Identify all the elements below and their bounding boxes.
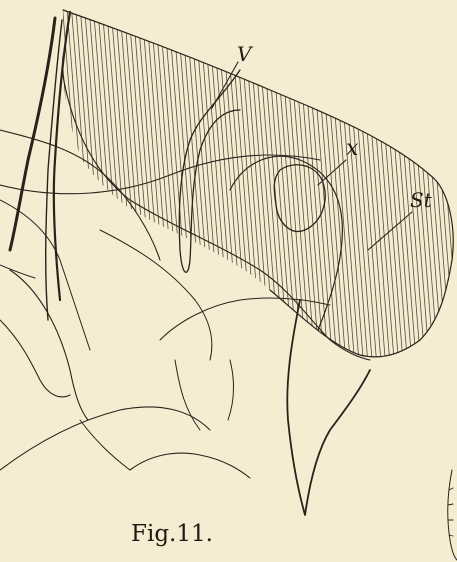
hatch-line <box>286 0 316 380</box>
edge-fragment <box>448 470 457 560</box>
hatch-line <box>137 0 167 380</box>
hatch-line <box>172 0 202 380</box>
hatch-line <box>273 0 303 380</box>
hatch-line <box>326 0 356 380</box>
hatch-line <box>58 0 88 380</box>
lower-curve-8 <box>80 420 130 470</box>
hatch-line <box>251 0 281 380</box>
hatch-line <box>97 0 127 380</box>
hatch-line <box>119 0 149 380</box>
v-pointer <box>212 62 238 108</box>
hatch-line <box>84 0 114 380</box>
descending-stroke <box>287 300 370 515</box>
hatch-line <box>80 0 110 380</box>
hatch-line <box>190 0 220 380</box>
hatch-line <box>181 0 211 380</box>
hatch-line <box>348 0 378 380</box>
hatch-line <box>366 0 396 380</box>
hatch-line <box>260 0 290 380</box>
hatch-line <box>256 0 286 380</box>
hatch-line <box>124 0 154 380</box>
hatch-line <box>198 0 228 380</box>
hatch-line <box>449 0 457 380</box>
hatch-line <box>278 0 308 380</box>
figure-caption: Fig.11. <box>131 521 213 547</box>
hatch-line <box>436 0 457 380</box>
lower-curve-2 <box>0 320 70 397</box>
hatch-line <box>357 0 387 380</box>
hatch-line <box>106 0 136 380</box>
hatch-line <box>40 0 70 380</box>
hatch-line <box>154 0 184 380</box>
hatch-line <box>75 0 105 380</box>
hatch-line <box>194 0 224 380</box>
hatch-line <box>445 0 457 380</box>
hatch-line <box>379 0 409 380</box>
crossing-curve-3 <box>0 200 90 350</box>
hatch-line <box>264 0 294 380</box>
hatch-line <box>454 0 457 380</box>
lower-curve-4 <box>130 453 250 478</box>
lower-curve-3 <box>0 407 210 470</box>
lower-curve-6 <box>228 360 234 420</box>
hatch-line <box>313 0 343 380</box>
hatch-line <box>374 0 404 380</box>
hatch-line <box>132 0 162 380</box>
hatch-line <box>344 0 374 380</box>
lower-curve-1 <box>10 270 88 420</box>
band-outline <box>63 10 453 357</box>
left-heavy-stroke-2 <box>54 12 70 300</box>
hatch-line <box>317 0 347 380</box>
hatch-line <box>269 0 299 380</box>
st-pointer <box>368 212 412 250</box>
hatch-line <box>141 0 171 380</box>
hatch-line <box>207 0 237 380</box>
hatch-line <box>282 0 312 380</box>
hatch-line <box>432 0 457 380</box>
hatch-line <box>383 0 413 380</box>
hatch-line <box>159 0 189 380</box>
hatch-line <box>128 0 158 380</box>
hatch-line <box>330 0 360 380</box>
hatch-line <box>339 0 369 380</box>
crossing-curve-2 <box>0 130 160 260</box>
hatch-line <box>352 0 382 380</box>
hatch-line <box>203 0 233 380</box>
hatch-line <box>71 0 101 380</box>
hatch-line <box>322 0 352 380</box>
hatch-line <box>361 0 391 380</box>
hatch-line <box>150 0 180 380</box>
hatch-line <box>62 0 92 380</box>
hatch-line <box>335 0 365 380</box>
hatch-line <box>146 0 176 380</box>
label-x: x <box>346 136 358 161</box>
hatch-line <box>370 0 400 380</box>
label-v: V <box>237 42 251 66</box>
label-st: St <box>410 188 432 212</box>
